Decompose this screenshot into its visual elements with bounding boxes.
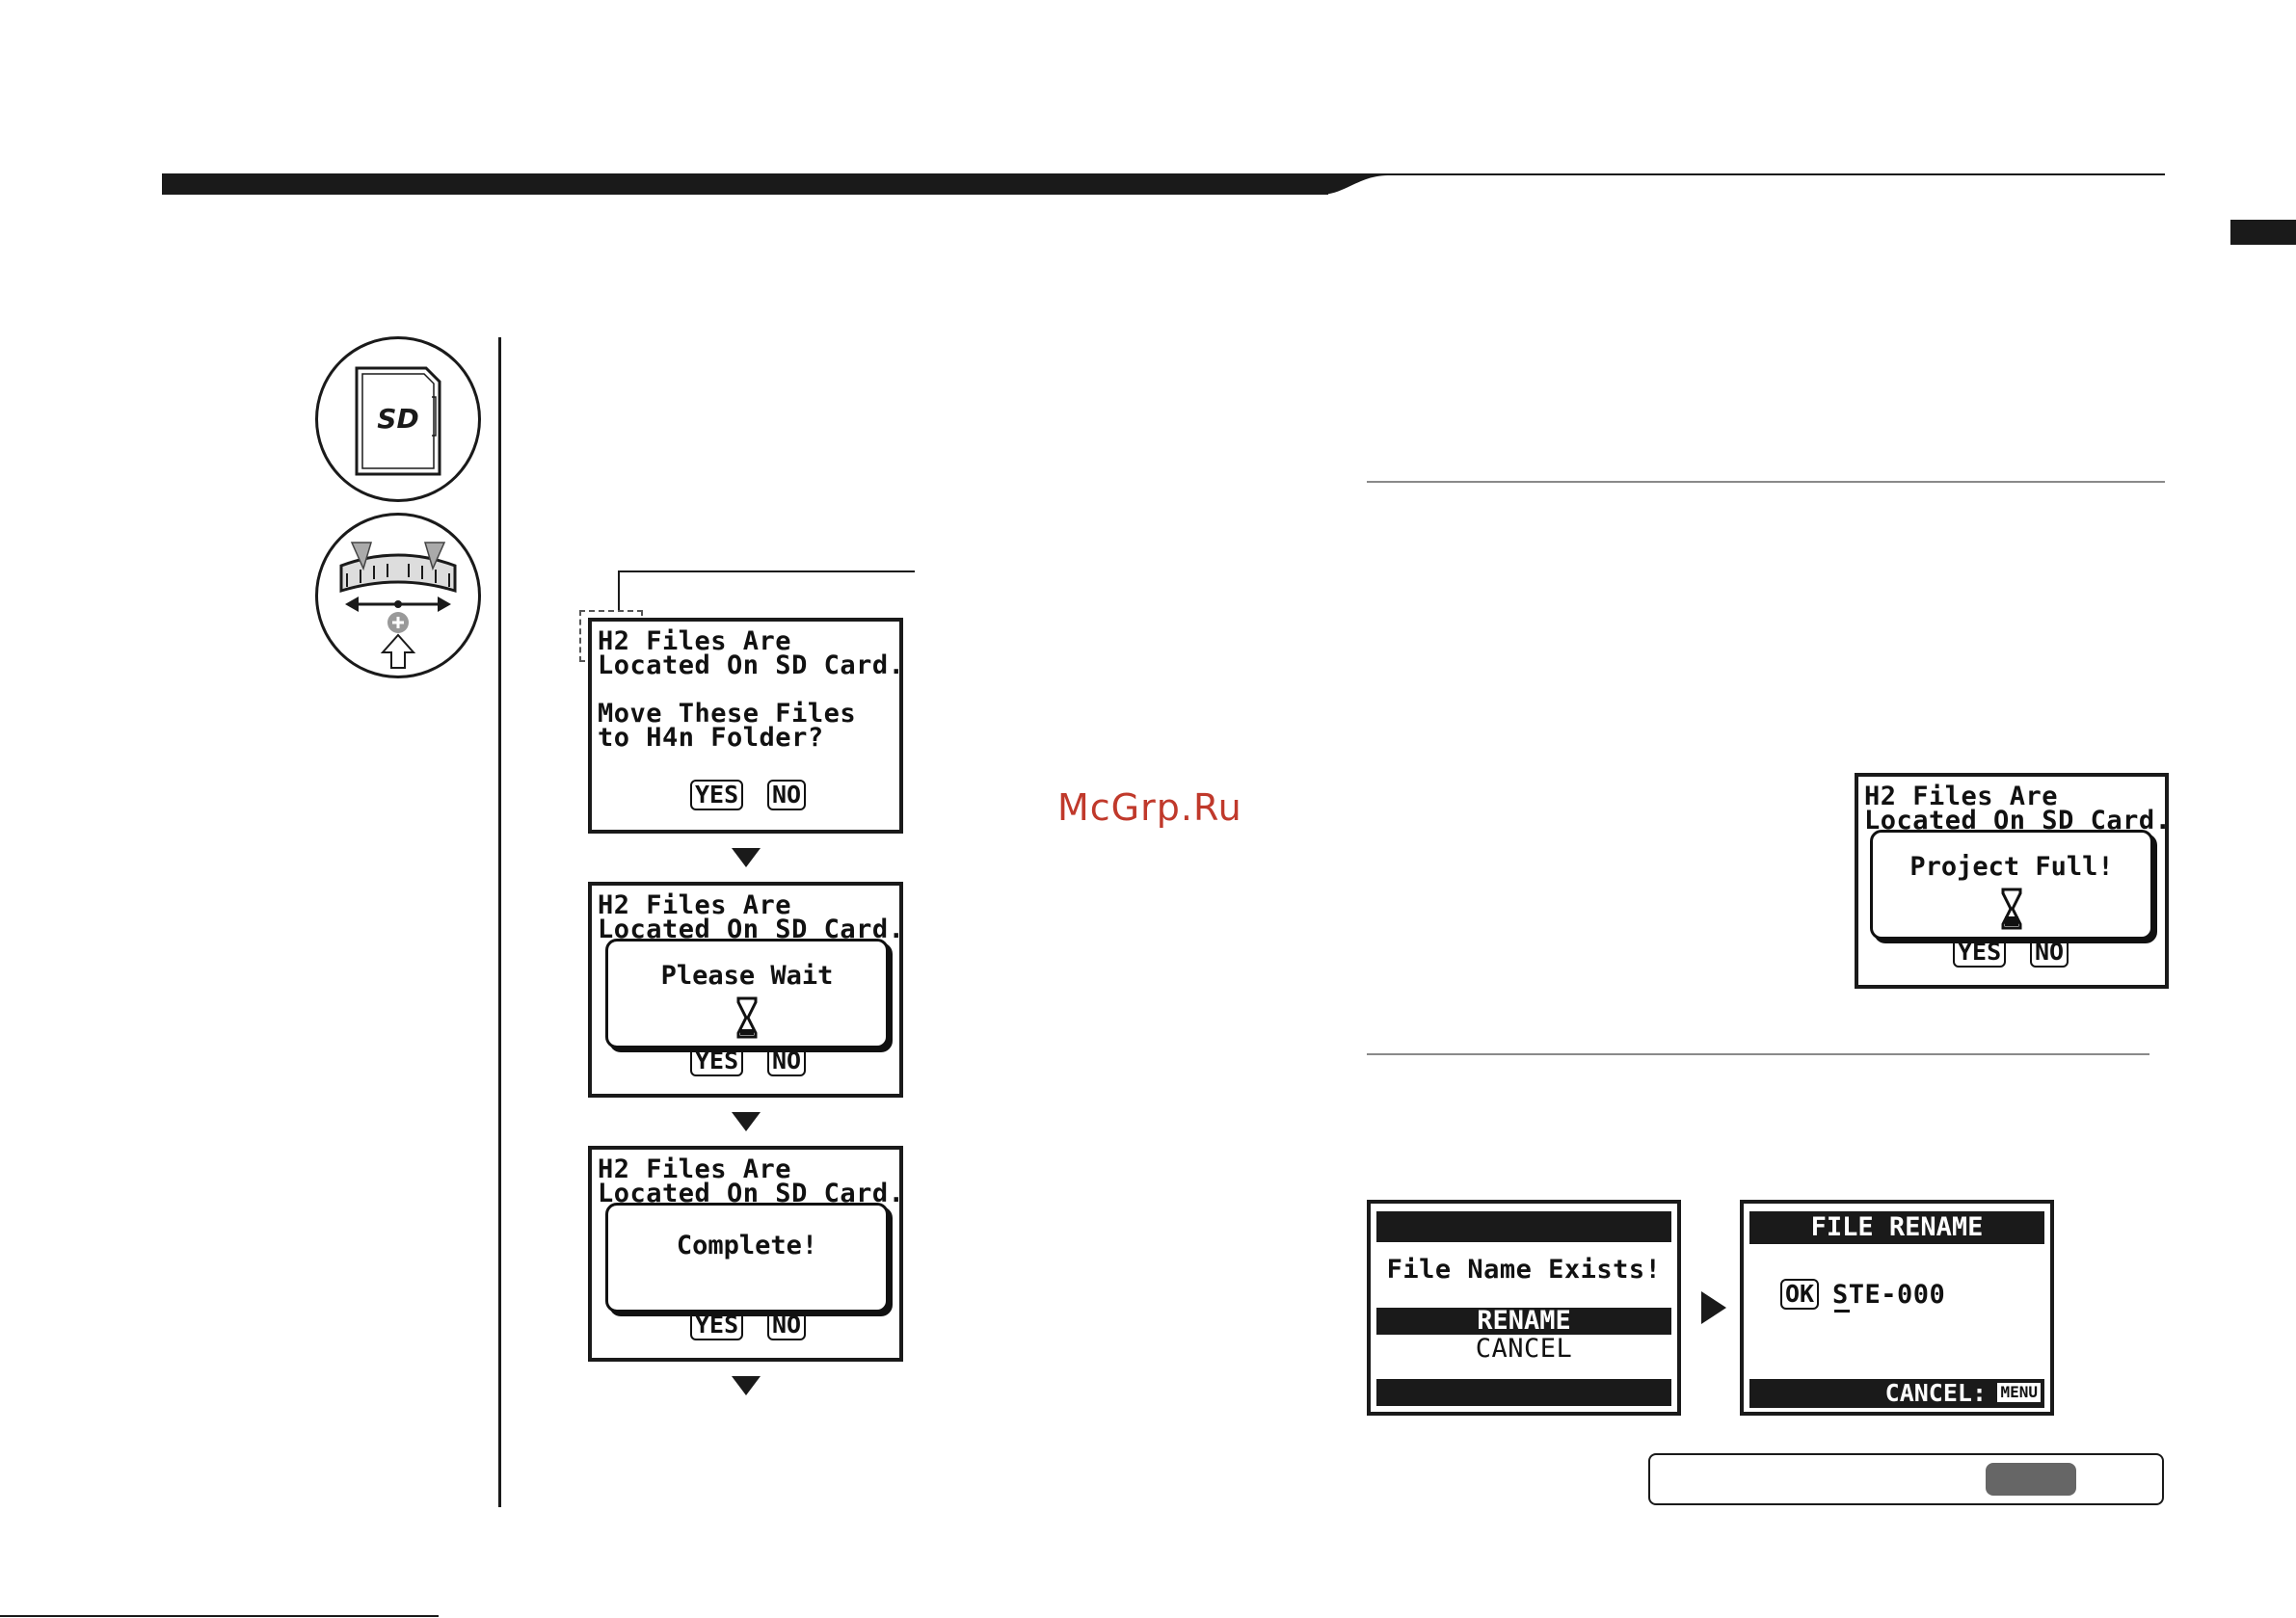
- screen-text: H2 Files Are: [598, 626, 792, 656]
- title-bar: [1376, 1211, 1671, 1242]
- callout-line-vertical: [618, 570, 620, 611]
- down-arrow-icon: [732, 848, 761, 867]
- down-arrow-icon: [732, 1112, 761, 1131]
- complete-popup: Complete!: [605, 1203, 889, 1313]
- section-rule: [1367, 1053, 2149, 1055]
- popup-text: Please Wait: [660, 961, 834, 991]
- header-rule: [1369, 173, 2165, 175]
- no-button[interactable]: NO: [767, 1046, 807, 1076]
- wait-popup: Please Wait: [605, 939, 889, 1048]
- sd-logo: SD: [377, 403, 419, 435]
- screen-message: File Name Exists!: [1386, 1255, 1662, 1285]
- reference-box: [1648, 1453, 2164, 1505]
- bottom-bar: [1376, 1379, 1671, 1406]
- screen-text: Move These Files: [598, 699, 857, 729]
- screen-text: Located On SD Card.: [598, 915, 903, 944]
- menu-item-rename[interactable]: RENAME: [1376, 1308, 1671, 1335]
- screen-text: Located On SD Card.: [598, 650, 903, 680]
- screen-text: H2 Files Are: [598, 890, 792, 920]
- screen-title: FILE RENAME: [1810, 1212, 1984, 1242]
- yes-button[interactable]: YES: [690, 1046, 744, 1076]
- no-button[interactable]: NO: [767, 1310, 807, 1340]
- lcd-screen-complete: H2 Files Are Located On SD Card. YES NO …: [588, 1146, 903, 1362]
- header-bar: [162, 173, 1328, 195]
- menu-key[interactable]: MENU: [1997, 1383, 2041, 1402]
- project-full-popup: Project Full!: [1870, 830, 2153, 940]
- lcd-screen-project-full: H2 Files Are Located On SD Card. YES NO …: [1855, 773, 2169, 989]
- yes-button[interactable]: YES: [690, 780, 744, 810]
- lcd-screen-move-files: H2 Files Are Located On SD Card. Move Th…: [588, 618, 903, 834]
- screen-text: Located On SD Card.: [1864, 806, 2169, 836]
- popup-text: Complete!: [676, 1231, 818, 1260]
- hourglass-icon: [736, 996, 758, 1039]
- screen-text: H2 Files Are: [598, 1154, 792, 1184]
- popup-text: Project Full!: [1909, 852, 2114, 882]
- no-button[interactable]: NO: [767, 780, 807, 810]
- screen-text: to H4n Folder?: [598, 723, 824, 753]
- menu-item-cancel[interactable]: CANCEL: [1475, 1334, 1573, 1364]
- cancel-label: CANCEL:: [1884, 1379, 1987, 1407]
- menu-item-label: RENAME: [1477, 1306, 1571, 1336]
- jog-dial-icon: [315, 513, 481, 678]
- ok-button[interactable]: OK: [1780, 1279, 1820, 1310]
- title-bar: FILE RENAME: [1749, 1211, 2044, 1244]
- section-rule: [1367, 481, 2165, 483]
- yes-button[interactable]: YES: [1953, 937, 2007, 968]
- bottom-bar: CANCEL: MENU: [1749, 1379, 2044, 1408]
- hourglass-icon: [2001, 888, 2022, 930]
- lcd-screen-please-wait: H2 Files Are Located On SD Card. YES NO …: [588, 882, 903, 1098]
- screen-text: H2 Files Are: [1864, 782, 2059, 811]
- no-button[interactable]: NO: [2030, 937, 2069, 968]
- screen-text: Located On SD Card.: [598, 1179, 903, 1208]
- right-arrow-icon: [1701, 1291, 1726, 1324]
- sidebar-rule: [498, 337, 501, 1507]
- watermark: McGrp.Ru: [1057, 786, 1242, 829]
- footer-rule: [0, 1615, 439, 1617]
- section-tab: [2230, 220, 2296, 245]
- callout-line: [618, 570, 915, 572]
- header-bar-curve: [1301, 173, 1388, 195]
- reference-pill: [1986, 1463, 2076, 1496]
- filename-field[interactable]: STE-000: [1832, 1280, 1946, 1310]
- text-cursor: [1834, 1310, 1850, 1313]
- lcd-screen-file-rename: FILE RENAME OK STE-000 CANCEL: MENU: [1740, 1200, 2054, 1416]
- lcd-screen-file-exists: File Name Exists! RENAME CANCEL: [1367, 1200, 1681, 1416]
- down-arrow-icon: [732, 1376, 761, 1395]
- sd-card-icon: SD: [315, 336, 481, 502]
- yes-button[interactable]: YES: [690, 1310, 744, 1340]
